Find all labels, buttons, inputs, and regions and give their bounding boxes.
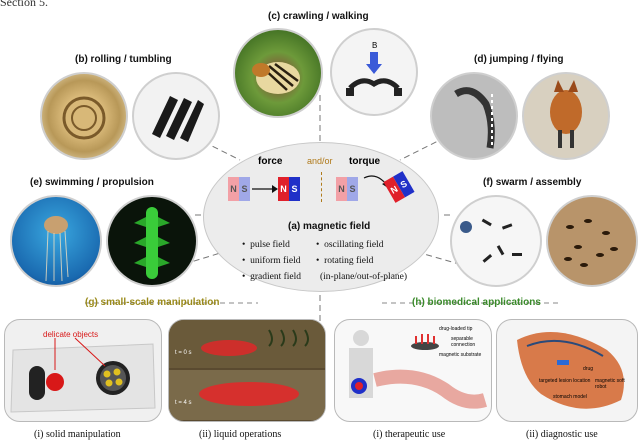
bullet-rotating-field: • rotating field — [316, 256, 374, 266]
bullet-pulse-field: • pulse field — [242, 240, 290, 250]
therapeutic-use-panel: drug-loaded tip separable connection mag… — [334, 319, 492, 422]
substrate-label: magnetic substrate — [439, 352, 482, 358]
armadillo-image — [40, 72, 128, 160]
central-ellipse — [203, 142, 439, 292]
drug-tip-label: drug-loaded tip — [439, 326, 473, 332]
bullet-oscillating-field: • oscillating field — [316, 240, 384, 250]
time-label-1: t = 0 s — [175, 350, 192, 356]
faded-magnet-torque: N S — [336, 177, 358, 201]
label-jumping: (d) jumping / flying — [474, 54, 564, 65]
faded-magnet-force: N S — [228, 177, 250, 201]
force-arrow — [252, 185, 278, 193]
label-crawling: (c) crawling / walking — [268, 11, 369, 22]
swarm-robot-image — [450, 195, 542, 287]
solid-magnet-force: N S — [278, 177, 300, 201]
soft-robot-label: magnetic soft robot — [595, 378, 625, 390]
propulsion-robot-image — [106, 195, 198, 287]
label-swimming: (e) swimming / propulsion — [30, 177, 154, 188]
liquid-operations-panel: t = 0 s t = 4 s — [168, 319, 326, 422]
separable-label: separable connection — [451, 336, 476, 348]
diagnostic-use-panel: drug targeted lesion location magnetic s… — [496, 319, 638, 422]
bullet-gradient-field: • gradient field — [242, 272, 301, 282]
tumbling-robot-image — [132, 72, 220, 160]
drug-label: drug — [583, 366, 594, 372]
caption-liquid-operations: (ii) liquid operations — [199, 429, 282, 440]
force-label: force — [258, 156, 283, 167]
stomach-label: stomach model — [553, 394, 587, 400]
solid-manipulation-panel: delicate objects — [4, 319, 162, 422]
caption-diagnostic-use: (ii) diagnostic use — [526, 429, 598, 440]
crawling-robot-image: B — [330, 28, 418, 116]
jellyfish-image — [10, 195, 102, 287]
field-symbol: B — [372, 41, 377, 50]
label-manipulation: (g) small-scale manipulation — [85, 297, 220, 308]
fox-image — [522, 72, 610, 160]
jumping-robot-image — [430, 72, 518, 160]
label-biomedical: (h) biomedical applications — [412, 297, 541, 308]
magnetic-field-title: (a) magnetic field — [288, 221, 371, 232]
center-divider — [321, 172, 322, 202]
caption-therapeutic-use: (i) therapeutic use — [373, 429, 446, 440]
bullet-uniform-field: • uniform field — [242, 256, 301, 266]
ant-swarm-image — [546, 195, 638, 287]
targeted-label: targeted lesion location — [539, 378, 591, 384]
torque-label: torque — [349, 156, 381, 167]
delicate-objects-label: delicate objects — [43, 330, 99, 339]
bullet-plane-note: (in-plane/out-of-plane) — [320, 272, 408, 282]
header-fragment: Section 5. — [0, 0, 48, 9]
label-swarm: (f) swarm / assembly — [483, 177, 582, 188]
label-rolling: (b) rolling / tumbling — [75, 54, 172, 65]
andor-label: and/or — [307, 156, 333, 166]
beetle-image — [233, 28, 323, 118]
time-label-2: t = 4 s — [175, 400, 192, 406]
caption-solid-manipulation: (i) solid manipulation — [34, 429, 121, 440]
